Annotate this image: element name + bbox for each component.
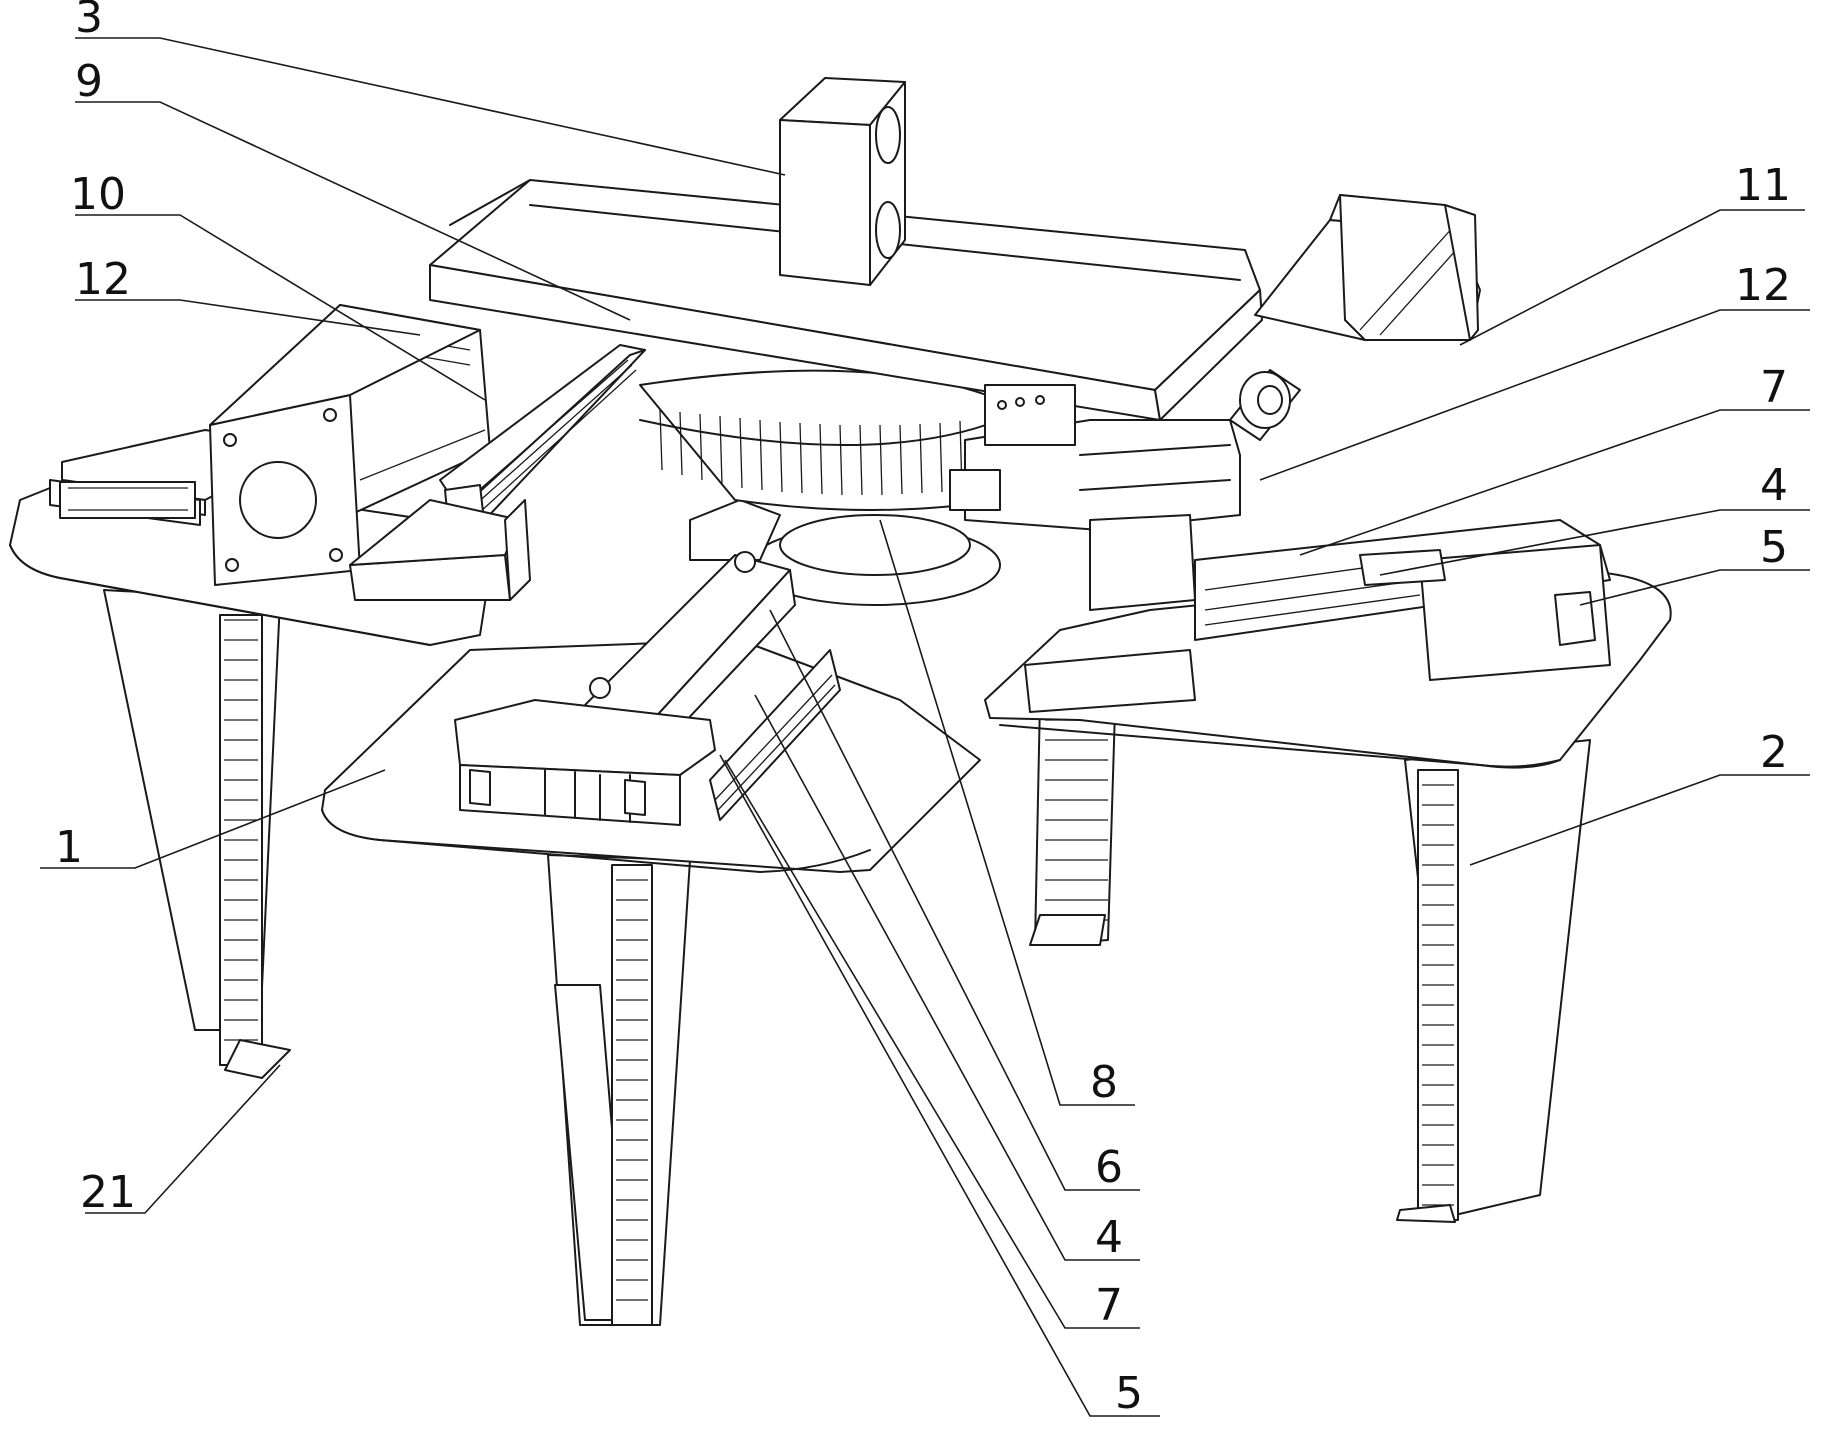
left-motor: [209, 304, 491, 586]
label-10: 10: [70, 169, 126, 220]
label-4-bottom: 4: [1095, 1212, 1123, 1263]
label-7-right: 7: [1760, 362, 1788, 413]
label-4-right: 4: [1760, 460, 1788, 511]
right-clamp-assembly: [949, 384, 1241, 713]
label-12-left: 12: [75, 254, 131, 305]
label-21: 21: [80, 1167, 136, 1218]
right-leg: [1396, 739, 1591, 1223]
label-5-bottom: 5: [1115, 1368, 1143, 1419]
label-3-top: 3: [75, 0, 103, 43]
label-5-right: 5: [1760, 522, 1788, 573]
right-motor: [1254, 194, 1481, 341]
front-leg: [547, 854, 691, 1326]
turntable-base: [689, 499, 1001, 606]
label-1: 1: [55, 822, 83, 873]
label-8: 8: [1090, 1057, 1118, 1108]
back-leg: [1029, 699, 1116, 946]
label-9: 9: [75, 56, 103, 107]
label-7-bottom: 7: [1095, 1280, 1123, 1331]
right-rail-assembly: [1194, 519, 1611, 681]
label-6: 6: [1095, 1142, 1123, 1193]
label-12-right: 12: [1735, 260, 1791, 311]
leader-lines: [40, 37, 1810, 1417]
label-11: 11: [1735, 160, 1791, 211]
top-plate: [429, 179, 1263, 421]
label-2: 2: [1760, 727, 1788, 778]
front-guide-block: [454, 699, 716, 826]
left-slider-block: [349, 499, 531, 601]
large-gear: [639, 369, 1001, 511]
top-handle-block: [779, 77, 906, 286]
right-coupling: [1229, 369, 1301, 441]
left-leg: [103, 589, 291, 1079]
